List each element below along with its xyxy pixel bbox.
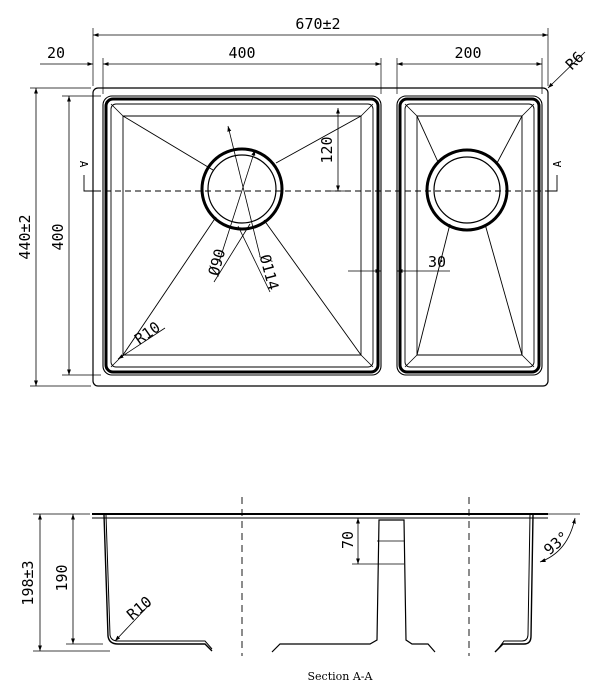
large-drain bbox=[200, 147, 284, 231]
section-bowl-height-label: 190 bbox=[53, 564, 71, 591]
section-marker-left: A bbox=[77, 161, 90, 168]
outer-radius-label: R6 bbox=[562, 48, 588, 74]
drain-outer-diameter-label: Ø114 bbox=[256, 252, 283, 292]
plan-view bbox=[30, 28, 586, 387]
divider-height-label: 70 bbox=[339, 531, 357, 549]
section-view bbox=[33, 497, 580, 656]
section-radius-label: R10 bbox=[123, 593, 155, 624]
section-caption: Section A-A bbox=[308, 670, 374, 683]
divider-profile bbox=[271, 519, 436, 653]
left-bowl-profile bbox=[105, 514, 213, 650]
bowl-depth-label: 400 bbox=[49, 223, 67, 250]
wall-angle-label: 93° bbox=[540, 528, 572, 559]
large-bowl-width-label: 400 bbox=[228, 44, 255, 62]
plan-dimension-labels: 670±2 20 400 200 R6 440±2 400 120 Ø90 Ø1… bbox=[16, 15, 587, 348]
right-bowl-profile bbox=[494, 514, 534, 653]
small-bowl-width-label: 200 bbox=[454, 44, 481, 62]
overall-width-label: 670±2 bbox=[295, 15, 340, 33]
drain-offset-label: 120 bbox=[318, 136, 336, 163]
overall-depth-label: 440±2 bbox=[16, 214, 34, 259]
section-overall-height-label: 198±3 bbox=[19, 560, 37, 605]
divider-width-label: 30 bbox=[428, 253, 446, 271]
flange-width-label: 20 bbox=[47, 44, 65, 62]
flange-outline bbox=[92, 87, 549, 387]
large-bowl bbox=[102, 95, 382, 376]
small-bowl bbox=[396, 95, 543, 376]
bowl-radius-label: R10 bbox=[131, 318, 164, 348]
section-marker-right: A bbox=[551, 160, 564, 167]
drain-inner-diameter-label: Ø90 bbox=[205, 247, 229, 278]
small-drain bbox=[425, 148, 509, 232]
section-dimension-labels: 198±3 190 70 93° R10 Section A-A bbox=[19, 528, 573, 683]
